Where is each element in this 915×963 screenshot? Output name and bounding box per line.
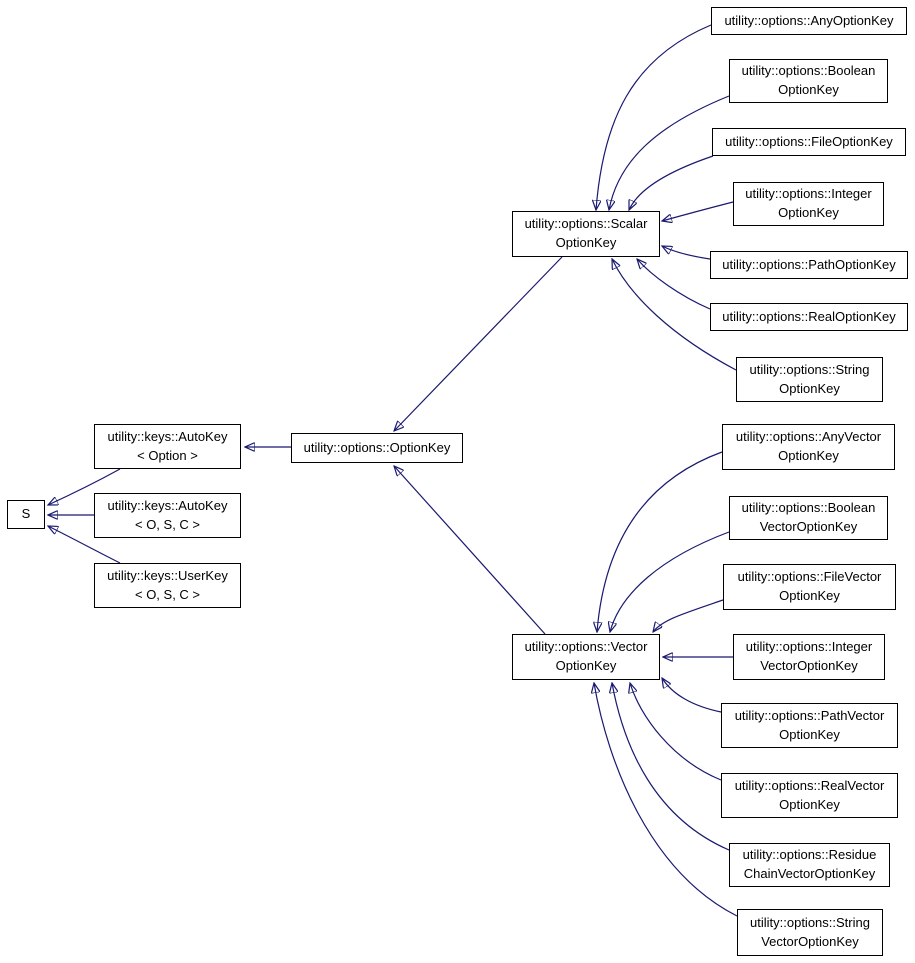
node-pathvector-optionkey-label: utility::options::PathVector OptionKey [734, 707, 885, 742]
edge-userkey-osc-to-s [48, 526, 121, 564]
edge-realvector-to-vector [630, 683, 722, 781]
node-anyvector-optionkey-label: utility::options::AnyVector OptionKey [735, 429, 882, 463]
node-s-label: S [21, 506, 31, 522]
edge-any-to-scalar [596, 24, 712, 210]
node-optionkey[interactable]: utility::options::OptionKey [291, 433, 463, 463]
node-autokey-osc-label: utility::keys::AutoKey < O, S, C > [107, 497, 228, 532]
node-vector-optionkey-label: utility::options::Vector OptionKey [524, 639, 648, 673]
edge-scalar-to-optionkey [394, 256, 563, 431]
edge-vector-to-optionkey [394, 466, 546, 635]
node-integervector-optionkey-label: utility::options::Integer VectorOptionKe… [745, 639, 873, 673]
node-userkey-osc-label: utility::keys::UserKey < O, S, C > [107, 567, 228, 602]
node-autokey-option[interactable]: utility::keys::AutoKey < Option > [94, 424, 241, 469]
node-anyvector-optionkey[interactable]: utility::options::AnyVector OptionKey [722, 424, 895, 470]
edge-filevector-to-vector [653, 599, 724, 632]
node-scalar-optionkey[interactable]: utility::options::Scalar OptionKey [512, 211, 660, 257]
node-realvector-optionkey-label: utility::options::RealVector OptionKey [734, 777, 885, 812]
edge-stringvector-to-vector [594, 683, 738, 917]
edge-autokey-option-to-s [48, 468, 121, 505]
edge-residuechainvector-to-vector [612, 683, 730, 851]
node-real-optionkey[interactable]: utility::options::RealOptionKey [710, 303, 908, 331]
node-string-optionkey[interactable]: utility::options::String OptionKey [736, 357, 883, 402]
node-filevector-optionkey[interactable]: utility::options::FileVector OptionKey [723, 564, 896, 610]
node-realvector-optionkey[interactable]: utility::options::RealVector OptionKey [721, 773, 898, 818]
edge-pathvector-to-vector [662, 678, 722, 713]
node-residuechainvector-optionkey[interactable]: utility::options::Residue ChainVectorOpt… [729, 843, 890, 887]
node-file-optionkey-label: utility::options::FileOptionKey [725, 133, 893, 149]
node-booleanvector-optionkey-label: utility::options::Boolean VectorOptionKe… [741, 500, 876, 534]
node-vector-optionkey[interactable]: utility::options::Vector OptionKey [512, 634, 660, 680]
node-boolean-optionkey-label: utility::options::Boolean OptionKey [741, 63, 876, 97]
node-integer-optionkey[interactable]: utility::options::Integer OptionKey [733, 182, 884, 226]
node-scalar-optionkey-label: utility::options::Scalar OptionKey [524, 216, 648, 250]
node-residuechainvector-optionkey-label: utility::options::Residue ChainVectorOpt… [742, 847, 877, 881]
edge-anyvector-to-vector [597, 451, 723, 632]
node-pathvector-optionkey[interactable]: utility::options::PathVector OptionKey [721, 703, 898, 748]
edge-real-to-scalar [637, 259, 711, 310]
edge-string-to-scalar [612, 259, 737, 371]
node-any-optionkey-label: utility::options::AnyOptionKey [724, 12, 894, 28]
node-any-optionkey[interactable]: utility::options::AnyOptionKey [711, 7, 907, 35]
node-booleanvector-optionkey[interactable]: utility::options::Boolean VectorOptionKe… [729, 496, 888, 540]
node-optionkey-label: utility::options::OptionKey [303, 439, 451, 455]
edge-booleanvector-to-vector [610, 531, 730, 632]
node-file-optionkey[interactable]: utility::options::FileOptionKey [712, 128, 906, 156]
edge-file-to-scalar [629, 155, 714, 210]
node-path-optionkey[interactable]: utility::options::PathOptionKey [710, 251, 908, 279]
node-boolean-optionkey[interactable]: utility::options::Boolean OptionKey [729, 59, 888, 103]
node-stringvector-optionkey-label: utility::options::String VectorOptionKey [750, 914, 870, 949]
node-integer-optionkey-label: utility::options::Integer OptionKey [745, 186, 872, 220]
node-path-optionkey-label: utility::options::PathOptionKey [722, 256, 896, 272]
node-autokey-osc[interactable]: utility::keys::AutoKey < O, S, C > [94, 493, 241, 538]
node-filevector-optionkey-label: utility::options::FileVector OptionKey [737, 569, 882, 603]
node-s[interactable]: S [7, 500, 45, 529]
node-stringvector-optionkey[interactable]: utility::options::String VectorOptionKey [737, 909, 883, 956]
edge-boolean-to-scalar [609, 95, 730, 210]
edge-path-to-scalar [662, 246, 711, 260]
node-string-optionkey-label: utility::options::String OptionKey [749, 361, 870, 396]
node-userkey-osc[interactable]: utility::keys::UserKey < O, S, C > [94, 563, 241, 608]
node-real-optionkey-label: utility::options::RealOptionKey [722, 308, 896, 324]
edge-integer-to-scalar [662, 201, 734, 221]
node-autokey-option-label: utility::keys::AutoKey < Option > [107, 428, 228, 463]
node-integervector-optionkey[interactable]: utility::options::Integer VectorOptionKe… [733, 634, 885, 680]
